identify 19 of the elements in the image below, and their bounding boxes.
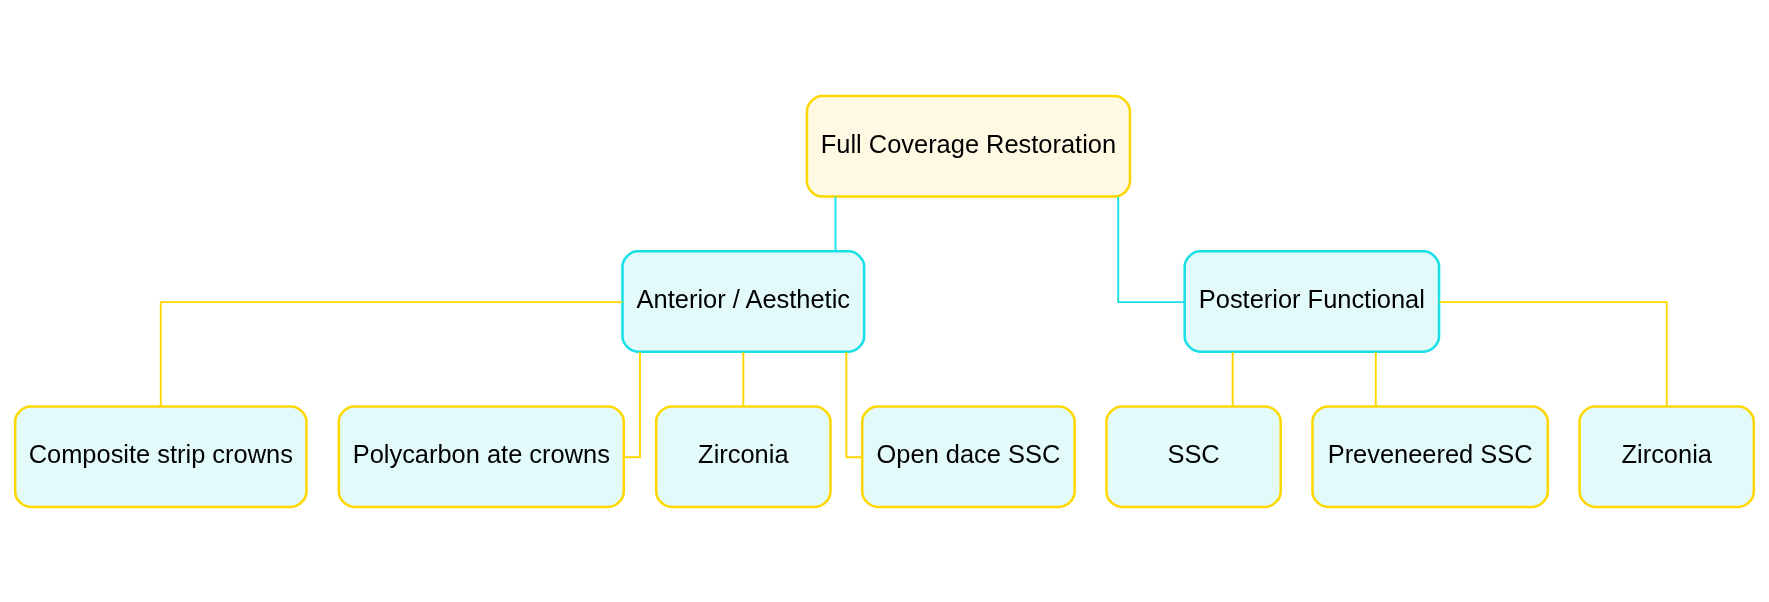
node-box: Zirconia <box>654 404 832 508</box>
connector <box>1438 300 1668 407</box>
connector <box>159 300 624 407</box>
node-box: Polycarbon ate crowns <box>337 404 626 508</box>
connector <box>1231 350 1234 407</box>
connector <box>1374 350 1377 407</box>
node-box: Zirconia <box>1578 404 1756 508</box>
node-box: Composite strip crowns <box>13 404 308 508</box>
connector <box>845 350 863 458</box>
connector <box>623 350 641 458</box>
connector <box>1117 195 1186 303</box>
node-box: Full Coverage Restoration <box>805 94 1132 198</box>
connector <box>742 350 745 407</box>
node-box: Preveneered SSC <box>1311 404 1550 508</box>
node-box: SSC <box>1105 404 1282 508</box>
node-box: Open dace SSC <box>860 404 1076 508</box>
node-box: Anterior / Aesthetic <box>621 249 866 353</box>
node-box: Posterior Functional <box>1183 249 1441 353</box>
connector <box>834 195 837 252</box>
